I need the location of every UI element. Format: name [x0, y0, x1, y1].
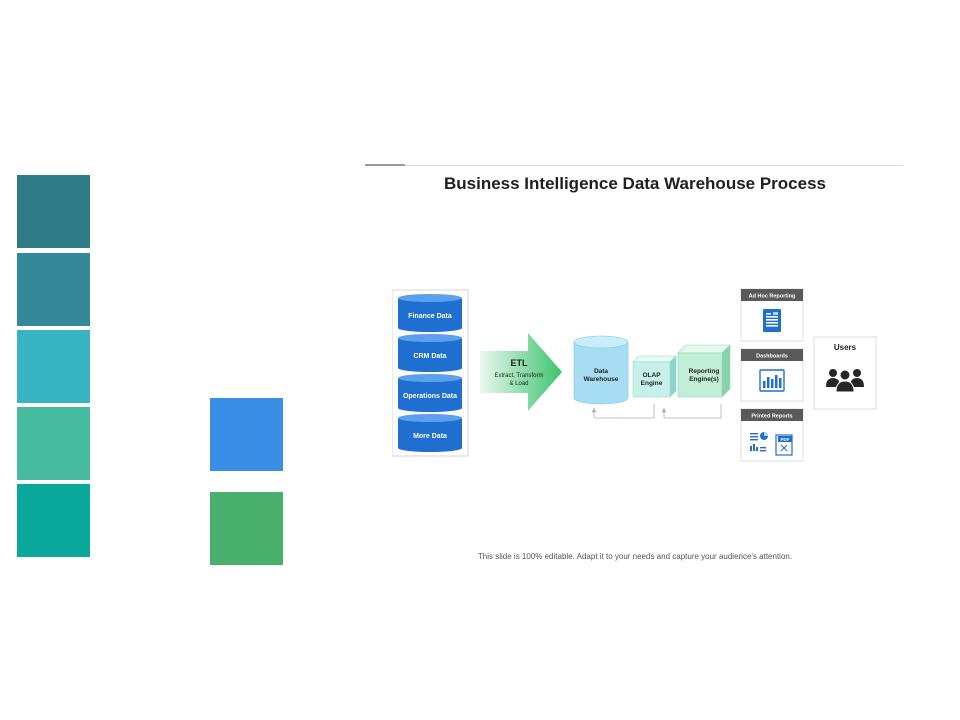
warehouse-line-2: Warehouse — [584, 376, 619, 383]
color-swatch-1 — [17, 175, 90, 248]
reporting-engine-cube: Reporting Engine(s) — [677, 344, 731, 398]
output-label-dashboards: Dashboards — [756, 354, 788, 360]
output-printed-reports: Printed Reports PDF — [740, 408, 804, 462]
color-swatch-5 — [17, 484, 90, 557]
reporting-line-1: Reporting — [689, 368, 720, 375]
output-label-adhoc: Ad Hoc Reporting — [749, 294, 796, 300]
etl-line-2: & Load — [509, 381, 528, 387]
etl-title: ETL — [511, 358, 529, 368]
bi-process-diagram: Finance Data CRM Data Operations Data Mo… — [392, 288, 877, 462]
warehouse-line-1: Data — [594, 368, 608, 375]
printed-reports-icon: PDF — [750, 432, 793, 456]
document-icon — [763, 309, 781, 332]
slide-title: Business Intelligence Data Warehouse Pro… — [443, 174, 826, 193]
output-label-printed: Printed Reports — [751, 414, 792, 420]
olap-engine-cube: OLAP Engine — [632, 355, 677, 398]
data-warehouse-cylinder: Data Warehouse — [573, 335, 629, 405]
reporting-line-2: Engine(s) — [689, 376, 719, 383]
source-cylinder-more: More Data — [398, 414, 462, 452]
source-label-crm: CRM Data — [413, 353, 446, 360]
etl-arrow: ETL Extract, Transform & Load — [480, 333, 562, 411]
data-sources-panel: Finance Data CRM Data Operations Data Mo… — [392, 289, 469, 457]
slide-top-rule — [365, 165, 903, 166]
output-adhoc-reporting: Ad Hoc Reporting — [740, 288, 804, 342]
color-swatch-3 — [17, 330, 90, 403]
color-swatch-2 — [17, 253, 90, 326]
color-swatch-green — [210, 492, 283, 565]
etl-line-1: Extract, Transform — [494, 373, 543, 379]
pdf-label: PDF — [781, 437, 790, 442]
slide-preview: Business Intelligence Data Warehouse Pro… — [365, 160, 905, 570]
color-swatch-4 — [17, 407, 90, 480]
slide-top-rule-accent — [365, 164, 405, 166]
source-label-more: More Data — [413, 433, 447, 440]
source-label-finance: Finance Data — [408, 313, 452, 320]
engine-connectors — [591, 404, 722, 419]
source-label-operations: Operations Data — [403, 393, 457, 400]
users-box: Users — [813, 336, 877, 410]
olap-line-2: Engine — [641, 380, 663, 387]
source-cylinder-finance: Finance Data — [398, 294, 462, 332]
source-cylinder-operations: Operations Data — [398, 374, 462, 412]
olap-line-1: OLAP — [642, 372, 661, 379]
users-label: Users — [834, 343, 857, 352]
slide-footer-note: This slide is 100% editable. Adapt it to… — [477, 552, 793, 561]
dashboard-icon — [759, 369, 785, 392]
output-dashboards: Dashboards — [740, 348, 804, 402]
color-swatch-blue — [210, 398, 283, 471]
users-icon — [826, 369, 864, 393]
source-cylinder-crm: CRM Data — [398, 334, 462, 372]
